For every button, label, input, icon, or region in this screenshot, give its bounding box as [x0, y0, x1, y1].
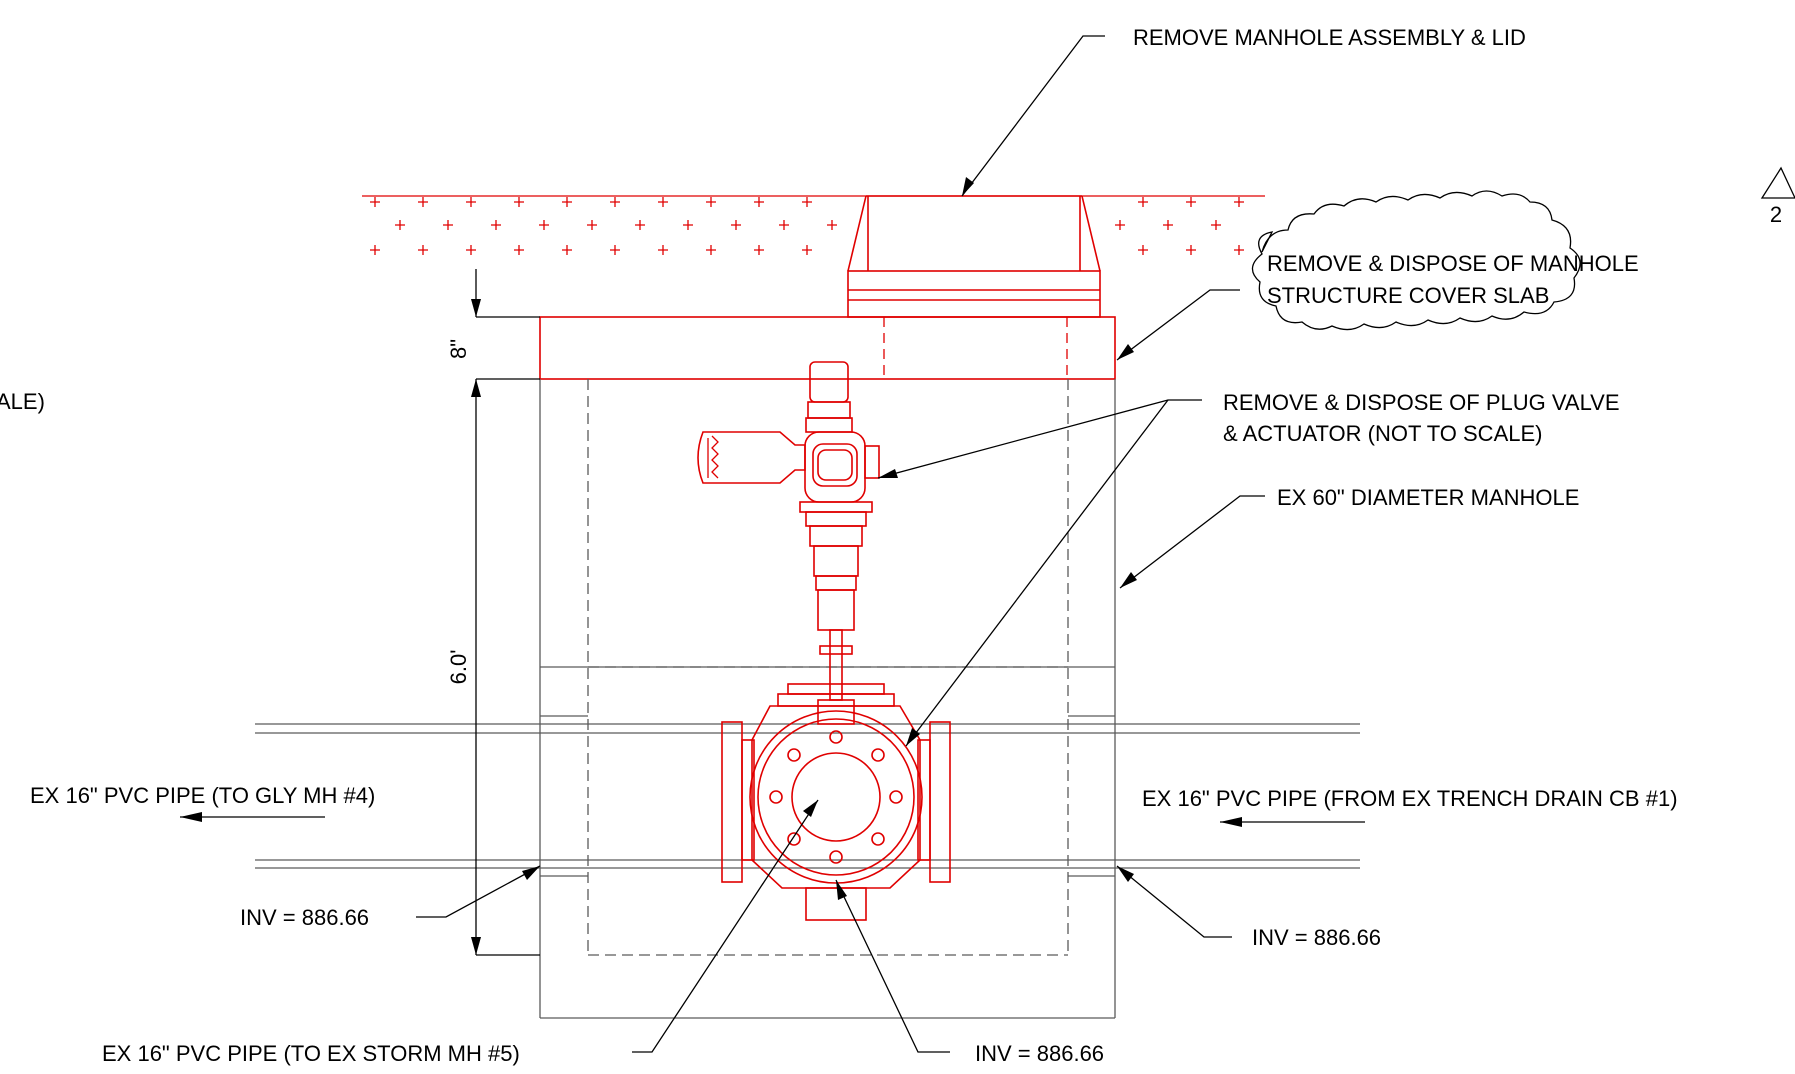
bolt-holes	[769, 730, 903, 864]
hatch-mark	[491, 220, 501, 230]
hatch-mark	[706, 245, 716, 255]
hatch-mark	[1138, 245, 1148, 255]
hatch-mark	[731, 220, 741, 230]
hatch-mark	[562, 245, 572, 255]
hatch-mark	[1186, 197, 1196, 207]
hatch-mark	[562, 197, 572, 207]
label-inv-bottom: INV = 886.66	[975, 1041, 1104, 1066]
dimensions: 8" 6.0'	[446, 269, 540, 956]
label-cover-slab-line1: REMOVE & DISPOSE OF MANHOLE	[1267, 251, 1639, 276]
hatch-mark	[610, 197, 620, 207]
hatch-mark	[1163, 220, 1173, 230]
dim-depth: 6.0'	[446, 650, 471, 685]
existing-manhole	[539, 379, 1116, 1019]
hatch-mark	[418, 245, 428, 255]
hatch-mark	[1234, 197, 1244, 207]
hatch-mark	[754, 197, 764, 207]
hatch-mark	[466, 197, 476, 207]
label-cover-slab-line2: STRUCTURE COVER SLAB	[1267, 283, 1549, 308]
plug-valve-actuator	[697, 361, 951, 921]
leaders	[180, 35, 1365, 1053]
revision-number: 2	[1770, 202, 1782, 227]
hatch-mark	[658, 197, 668, 207]
hatch-mark	[443, 220, 453, 230]
hatch-mark	[827, 220, 837, 230]
label-pipe-right: EX 16" PVC PIPE (FROM EX TRENCH DRAIN CB…	[1142, 786, 1678, 811]
hatch-mark	[395, 220, 405, 230]
hatch-mark	[514, 197, 524, 207]
ground-hatch	[370, 197, 1244, 255]
hatch-mark	[1115, 220, 1125, 230]
hatch-mark	[418, 197, 428, 207]
revision-triangle: 2	[1760, 166, 1795, 227]
label-plug-valve-line1: REMOVE & DISPOSE OF PLUG VALVE	[1223, 390, 1620, 415]
hatch-mark	[658, 245, 668, 255]
dim-slab: 8"	[446, 339, 471, 359]
hatch-mark	[370, 197, 380, 207]
revision-cloud	[1251, 190, 1581, 331]
cover-slab	[539, 316, 1116, 380]
label-pipe-left: EX 16" PVC PIPE (TO GLY MH #4)	[30, 783, 375, 808]
label-ex-manhole: EX 60" DIAMETER MANHOLE	[1277, 485, 1579, 510]
hatch-mark	[466, 245, 476, 255]
hatch-mark	[706, 197, 716, 207]
label-pipe-bottom: EX 16" PVC PIPE (TO EX STORM MH #5)	[102, 1041, 520, 1066]
hatch-mark	[1186, 245, 1196, 255]
manhole-frame-lid	[847, 195, 1101, 318]
hatch-mark	[754, 245, 764, 255]
hatch-mark	[802, 197, 812, 207]
hatch-mark	[370, 245, 380, 255]
hatch-mark	[779, 220, 789, 230]
hatch-mark	[1234, 245, 1244, 255]
hatch-mark	[1138, 197, 1148, 207]
label-inv-left: INV = 886.66	[240, 905, 369, 930]
hatch-mark	[683, 220, 693, 230]
hatch-mark	[802, 245, 812, 255]
hatch-mark	[514, 245, 524, 255]
ground-surface	[362, 195, 1265, 255]
hatch-mark	[539, 220, 549, 230]
hatch-mark	[610, 245, 620, 255]
label-remove-manhole: REMOVE MANHOLE ASSEMBLY & LID	[1133, 25, 1526, 50]
hatch-mark	[1211, 220, 1221, 230]
label-plug-valve-line2: & ACTUATOR (NOT TO SCALE)	[1223, 421, 1542, 446]
hatch-mark	[587, 220, 597, 230]
label-cut-text: ALE)	[0, 389, 45, 414]
hatch-mark	[635, 220, 645, 230]
label-inv-right: INV = 886.66	[1252, 925, 1381, 950]
